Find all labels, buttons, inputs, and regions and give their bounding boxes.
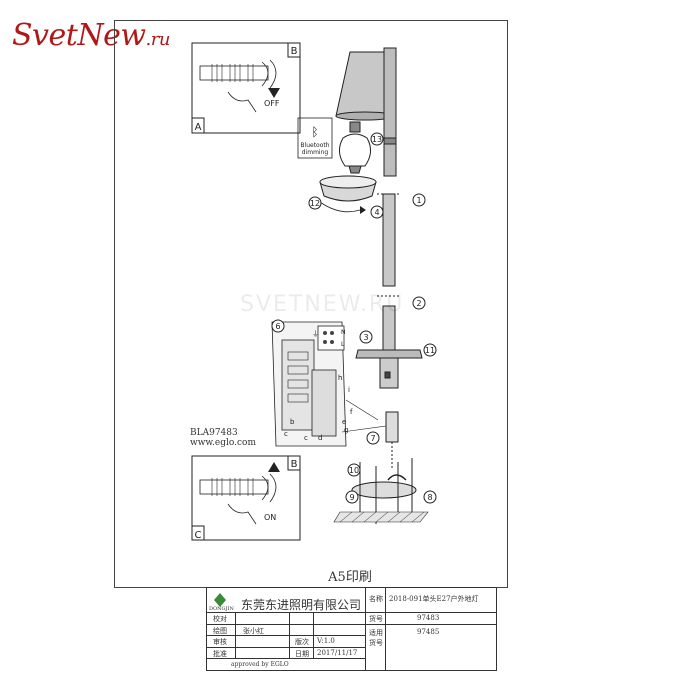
- bulb-icon: [339, 121, 371, 174]
- wiring-letter-h: h: [338, 374, 342, 382]
- callout-10: 10: [349, 466, 359, 475]
- callout-3: 3: [363, 333, 368, 342]
- logo-brand2: New: [77, 18, 146, 53]
- wiring-letter-e: e: [342, 418, 346, 426]
- panel-action-on: ON: [264, 513, 276, 522]
- model-code: BLA97483: [190, 428, 238, 438]
- item-label: 货号: [369, 615, 383, 623]
- approved-by: approved by EGLO: [231, 661, 289, 668]
- title-block: DONGJIN 东莞东进照明有限公司 名称 2018-091单头E27户外地灯 …: [206, 587, 497, 671]
- junction-box-detail: N L ⏚: [271, 321, 387, 447]
- date-label: 日期: [295, 650, 309, 658]
- print-size-label: A5印刷: [328, 570, 372, 585]
- name-label: 名称: [369, 595, 383, 603]
- bluetooth-label-line2: dimming: [302, 149, 329, 156]
- logo-brand: Svet: [12, 18, 78, 53]
- item-value: 97483: [417, 614, 440, 622]
- version-label: 版次: [295, 638, 309, 646]
- callout-7: 7: [370, 434, 375, 443]
- dongjin-logo-icon: [214, 593, 226, 607]
- panel-label-a: A: [195, 122, 202, 133]
- wiring-letter-f: f: [350, 408, 353, 416]
- wiring-letter-d: d: [318, 434, 322, 442]
- lamp-pole-top: [383, 47, 397, 177]
- base-flange: [355, 349, 423, 389]
- review-label: 审核: [213, 638, 227, 646]
- ground-anchor: [333, 458, 429, 524]
- company-name: 东莞东进照明有限公司: [241, 598, 362, 612]
- panel-action-off: OFF: [264, 99, 280, 108]
- switch-panel-on: B C ON: [191, 455, 301, 541]
- apply-label-2: 货号: [369, 639, 383, 647]
- step-callouts: 13 12 1 4 2 3 11 6 7 10 9 8: [271, 132, 437, 504]
- version-value: V:1.0: [317, 637, 335, 645]
- switch-panel-off: B A OFF: [191, 42, 301, 134]
- glass-reflector: [319, 175, 377, 214]
- bluetooth-icon: ᛒ: [311, 125, 318, 139]
- apply-label-1: 适用: [369, 629, 383, 637]
- bluetooth-dimming-badge: ᛒ Bluetooth dimming: [297, 117, 333, 159]
- draw-label: 绘图: [213, 627, 227, 635]
- callout-1: 1: [416, 196, 421, 205]
- wiring-letter-g: g: [344, 426, 348, 434]
- connector-box: [385, 411, 399, 470]
- wiring-letter-c2: c: [304, 434, 308, 442]
- callout-11: 11: [425, 346, 435, 355]
- approve-label: 批准: [213, 650, 227, 658]
- apply-value: 97485: [417, 628, 440, 636]
- callout-6: 6: [275, 322, 280, 331]
- callout-13: 13: [372, 135, 382, 144]
- callout-4: 4: [374, 208, 379, 217]
- pole-middle: [377, 193, 401, 297]
- logo-suffix: .ru: [145, 29, 171, 50]
- wiring-letter-b: b: [290, 418, 295, 426]
- wiring-letter-c1: c: [284, 430, 288, 438]
- wiring-letters: b c c d e f g h i: [284, 374, 353, 442]
- callout-2: 2: [416, 299, 421, 308]
- panel-label-b: B: [291, 46, 298, 57]
- check-label: 校对: [213, 615, 227, 623]
- terminal-l: L: [341, 341, 345, 348]
- ground-symbol-icon: ⏚: [312, 330, 319, 338]
- callout-9: 9: [349, 493, 354, 502]
- callout-8: 8: [427, 493, 432, 502]
- panel-label-b-bottom: B: [291, 459, 298, 470]
- callout-12: 12: [310, 199, 320, 208]
- bluetooth-label-line1: Bluetooth: [300, 142, 329, 149]
- watermark: SVETNEW.RU: [240, 292, 405, 317]
- name-value: 2018-091单头E27户外地灯: [389, 595, 479, 603]
- date-value: 2017/11/17: [317, 649, 358, 657]
- model-site: www.eglo.com: [190, 438, 256, 448]
- dongjin-logo-text: DONGJIN: [209, 606, 234, 612]
- svetnew-logo[interactable]: SvetNew.ru: [12, 18, 170, 53]
- terminal-n: N: [341, 329, 346, 336]
- model-info: BLA97483 www.eglo.com: [190, 428, 256, 448]
- drawer-name: 张小红: [243, 627, 264, 635]
- wiring-letter-i: i: [348, 386, 350, 394]
- panel-label-c: C: [195, 530, 202, 541]
